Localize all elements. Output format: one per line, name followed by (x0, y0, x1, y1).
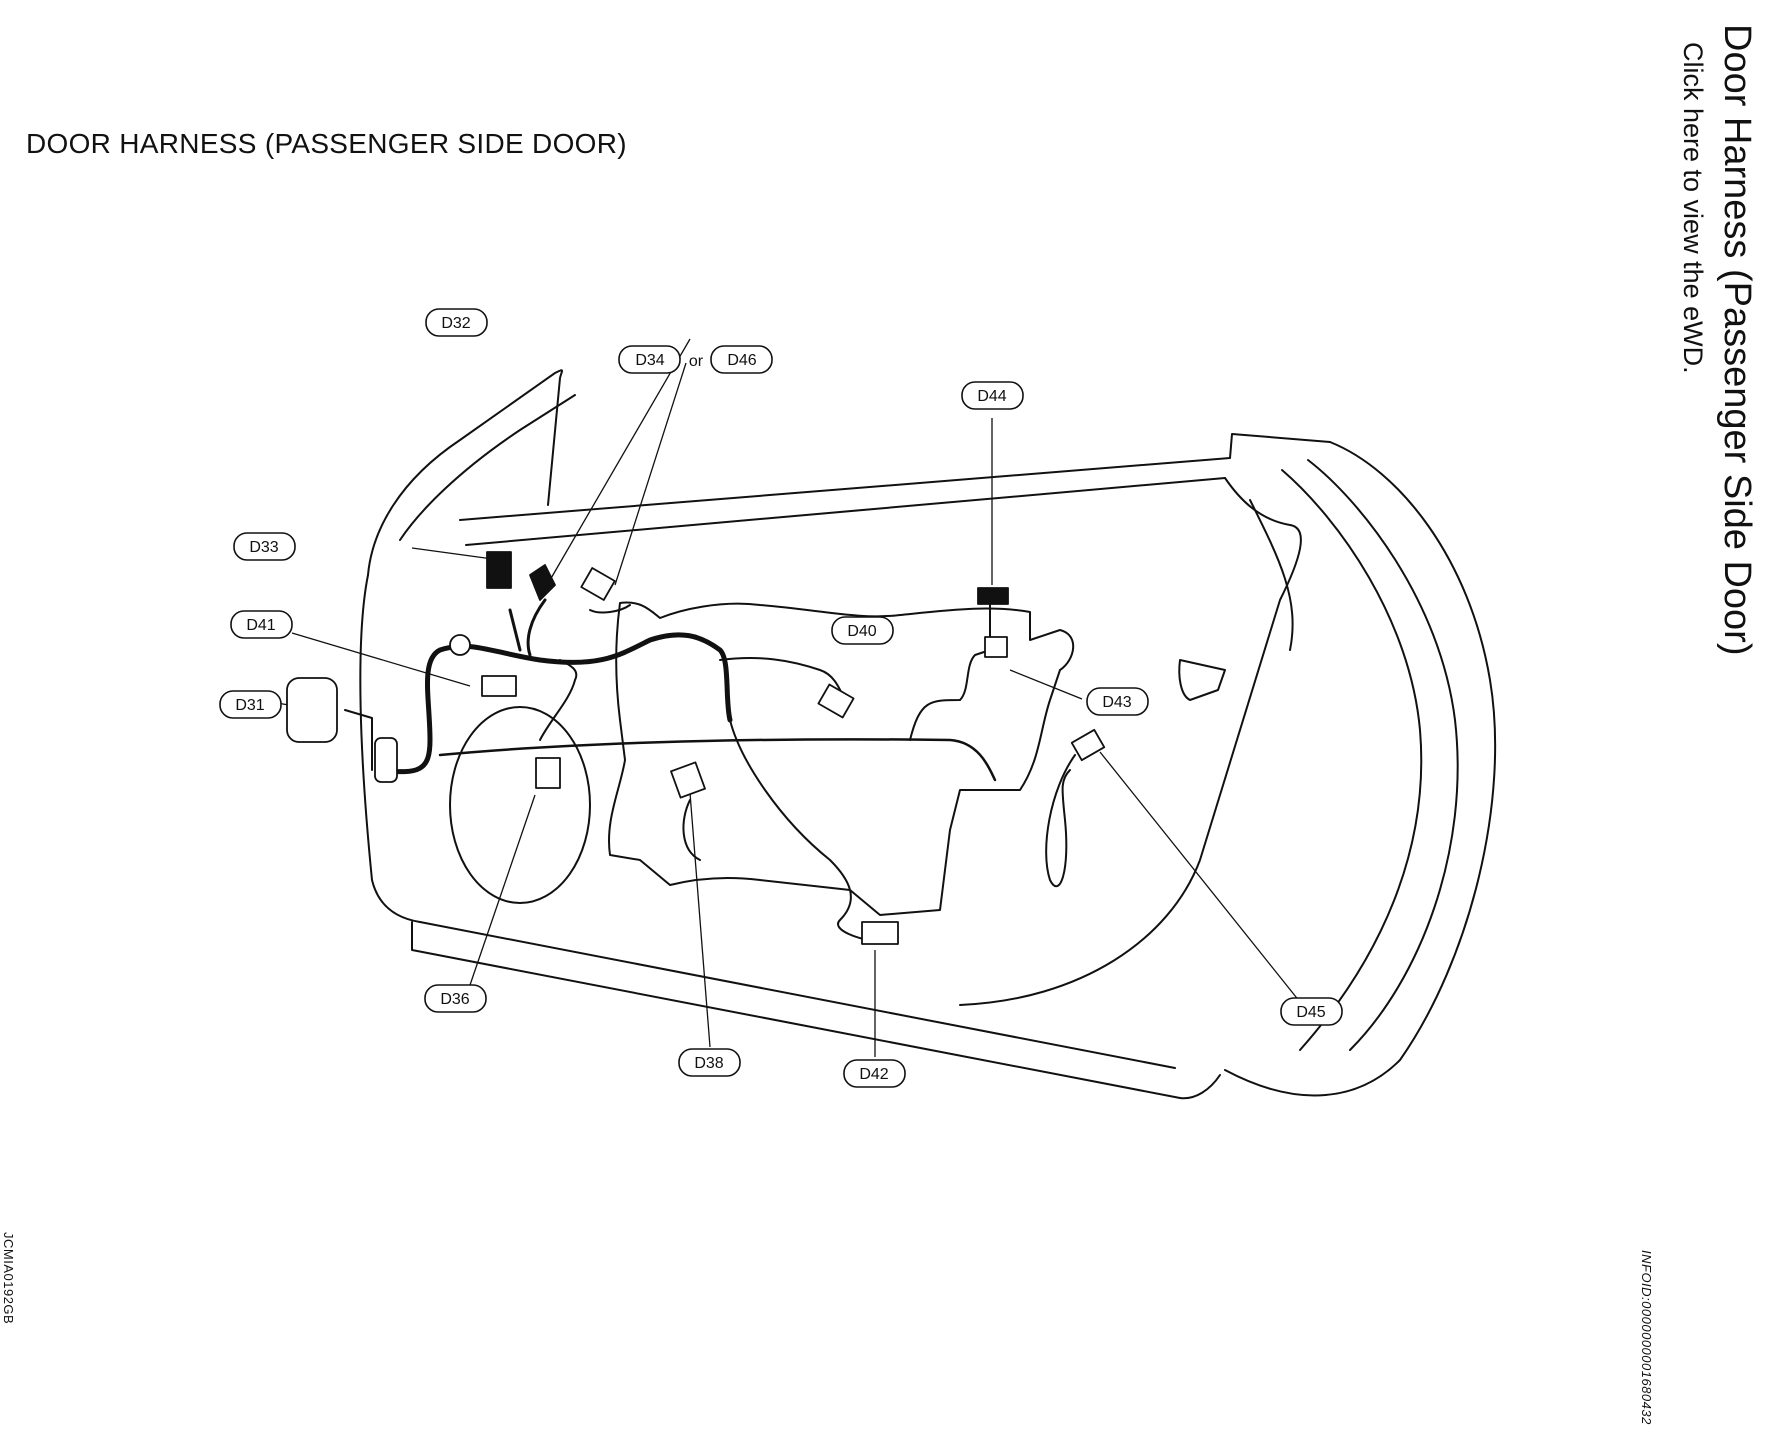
ewd-link[interactable]: Click here to view the eWD. (1678, 42, 1708, 374)
callout-d33: D33 (233, 532, 296, 561)
figure-id: JCMIA0192GB (1, 1232, 16, 1325)
svg-text:D38: D38 (694, 1055, 723, 1072)
connector-d42-body (861, 921, 899, 945)
connector-d41-ring (449, 634, 471, 656)
connector-d45-body (1070, 728, 1106, 762)
callout-d32: D32 (425, 308, 488, 337)
connector-d31-body (286, 677, 338, 743)
svg-text:D36: D36 (440, 991, 469, 1008)
connectors (286, 551, 1106, 945)
callout-d31: D31 (219, 690, 282, 719)
diagram-title: DOOR HARNESS (PASSENGER SIDE DOOR) (26, 128, 627, 159)
callout-d34: D34 (618, 345, 681, 374)
grommet (374, 737, 398, 783)
svg-text:D43: D43 (1102, 694, 1131, 711)
connector-d32-body (529, 564, 556, 601)
info-id: INFOID:0000000001680432 (1639, 1250, 1654, 1425)
callout-d38: D38 (678, 1048, 741, 1077)
leader-lines (271, 338, 1301, 1057)
svg-text:D44: D44 (977, 388, 1006, 405)
connector-d34-body (580, 567, 616, 601)
harness-wires (344, 598, 1076, 943)
svg-text:D42: D42 (859, 1066, 888, 1083)
callout-d45: D45 (1280, 997, 1343, 1026)
svg-text:D34: D34 (635, 352, 664, 369)
callout-d40: D40 (831, 616, 894, 645)
or-text: or (689, 353, 704, 370)
svg-text:D31: D31 (235, 697, 264, 714)
connector-d36-body (535, 757, 561, 789)
callout-d44: D44 (961, 381, 1024, 410)
connector-d41-body (481, 675, 517, 697)
svg-text:D40: D40 (847, 623, 876, 640)
door-outline (359, 369, 1497, 1100)
svg-text:D45: D45 (1296, 1004, 1325, 1021)
callout-d42: D42 (843, 1059, 906, 1088)
svg-text:D33: D33 (249, 539, 278, 556)
callout-d41: D41 (230, 610, 293, 639)
side-panel: Door Harness (Passenger Side Door) Click… (1626, 0, 1766, 1440)
connector-d38-body (670, 761, 706, 799)
connector-d33-body (486, 551, 512, 589)
svg-text:D32: D32 (441, 315, 470, 332)
connector-d43-body (984, 636, 1008, 658)
connector-d40-body (817, 683, 855, 719)
svg-text:D46: D46 (727, 352, 756, 369)
side-panel-title: Door Harness (Passenger Side Door) (1716, 24, 1758, 656)
callout-d43: D43 (1086, 687, 1149, 716)
callout-d46: D46 (710, 345, 773, 374)
connector-d44-body (977, 587, 1009, 605)
callout-d36: D36 (424, 984, 487, 1013)
svg-text:D41: D41 (246, 617, 275, 634)
